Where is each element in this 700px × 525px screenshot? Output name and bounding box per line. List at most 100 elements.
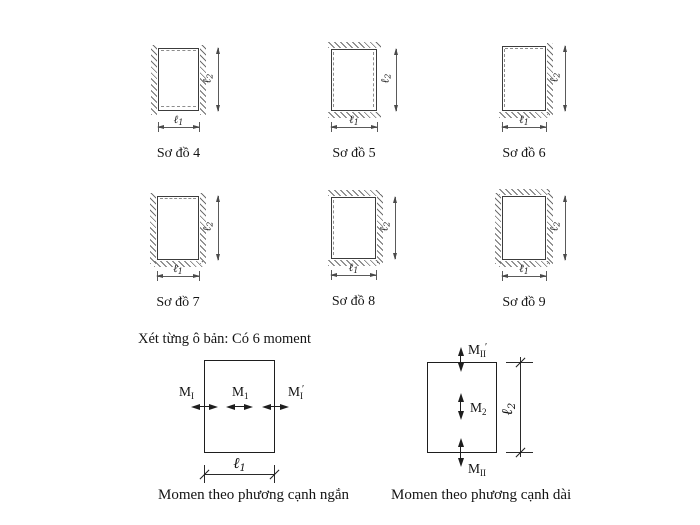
dim-arrow-up-icon	[216, 195, 220, 202]
dim-arrow-left-icon	[156, 274, 163, 278]
dim-label-l2: ℓ2	[200, 221, 215, 232]
scheme-caption: Sơ đồ 4	[156, 146, 201, 161]
scheme-caption: Sơ đồ 8	[331, 294, 376, 309]
m-base: M	[232, 384, 245, 399]
support-hatch-bottom	[154, 261, 203, 267]
hinge-dash-top	[161, 50, 196, 51]
arrowhead-right-icon	[280, 403, 289, 410]
dim-label-l2: ℓ2	[498, 401, 518, 417]
m-base: M	[468, 461, 481, 476]
dim-line-l1	[204, 474, 275, 475]
arrowhead-left-icon	[191, 403, 200, 410]
m-sub: II	[480, 468, 487, 478]
dim-label-l1: ℓ1	[348, 261, 359, 275]
dim-arrow-right-icon	[193, 274, 200, 278]
dim-arrow-down-icon	[394, 105, 398, 112]
slab-rect	[157, 196, 199, 260]
slab-rect	[502, 46, 546, 111]
dim-label-l2: ℓ2	[547, 72, 562, 82]
dim-line-l1	[158, 127, 199, 128]
m-sub: I	[300, 391, 304, 401]
label-m-mid: M1	[232, 384, 249, 401]
arrowhead-right-icon	[209, 403, 218, 410]
support-hatch-top	[328, 190, 380, 196]
m-base: M	[179, 384, 192, 399]
arrowhead-left-icon	[226, 403, 235, 410]
caption-moment-long: Momen theo phương cạnh dài	[391, 487, 572, 503]
dim-line-l2	[520, 357, 521, 457]
label-m-mid: M2	[470, 400, 487, 417]
dim-label-l1: ℓ1	[173, 262, 183, 276]
dim-line-l2	[396, 49, 397, 111]
support-hatch-bottom	[328, 260, 380, 266]
ell-glyph: ℓ	[498, 409, 516, 416]
slab-rect	[502, 196, 546, 260]
ext-tick-bottom	[506, 452, 533, 453]
dim-line-l2	[565, 196, 566, 260]
dim-label-l1: ℓ1	[519, 113, 529, 127]
dim-label-l1: ℓ1	[519, 262, 529, 276]
m-base: M	[288, 384, 301, 399]
label-m-right: MI′	[288, 385, 304, 401]
arrowhead-left-icon	[262, 403, 271, 410]
dim-line-l1	[157, 276, 199, 277]
hinge-dash-top	[160, 198, 196, 199]
support-hatch-right	[200, 193, 206, 264]
hinge-dash-top	[505, 48, 543, 49]
arrowhead-down-icon	[457, 411, 464, 420]
dim-arrow-down-icon	[563, 105, 567, 112]
dim-arrow-left-icon	[330, 125, 337, 129]
dim-arrow-up-icon	[393, 196, 397, 203]
support-hatch-bottom	[499, 112, 550, 118]
dim-arrow-up-icon	[216, 47, 220, 54]
dim-label-l1: ℓ1	[204, 456, 275, 474]
dim-line-l2	[565, 46, 566, 111]
m-sub: II	[480, 349, 487, 359]
arrowhead-right-icon	[244, 403, 253, 410]
support-hatch-left	[151, 45, 157, 115]
support-hatch-left	[495, 193, 501, 264]
support-hatch-right	[547, 43, 553, 115]
label-m-left: MI	[179, 384, 195, 401]
scheme-caption: Sơ đồ 9	[502, 295, 546, 310]
support-hatch-right	[377, 194, 383, 263]
m-sub: I	[191, 391, 195, 401]
dim-line-l1	[331, 127, 377, 128]
dim-arrow-up-icon	[563, 195, 567, 202]
dim-arrow-up-icon	[394, 48, 398, 55]
slab-rect	[158, 48, 199, 111]
dim-arrow-up-icon	[563, 45, 567, 52]
hinge-dash-left	[504, 49, 505, 107]
support-hatch-left	[150, 193, 156, 264]
slab-outline	[427, 362, 497, 453]
arrowhead-up-icon	[457, 347, 464, 356]
support-hatch-top	[328, 42, 381, 48]
m-sub: 2	[482, 407, 487, 417]
m-prime: ′	[485, 342, 488, 353]
hinge-dash-right	[373, 52, 374, 107]
ell-glyph: ℓ	[233, 454, 240, 472]
arrowhead-down-icon	[457, 363, 464, 372]
label-m-bottom: MII	[468, 461, 487, 478]
support-hatch-bottom	[499, 261, 550, 267]
scheme-caption: Sơ đồ 5	[332, 146, 376, 161]
dim-label-l1: ℓ1	[349, 113, 359, 127]
dim-arrow-right-icon	[540, 274, 547, 278]
dim-arrow-down-icon	[563, 254, 567, 261]
dim-arrow-right-icon	[371, 125, 378, 129]
dim-arrow-down-icon	[216, 105, 220, 112]
m-base: M	[470, 400, 483, 415]
dim-label-l2: ℓ2	[377, 221, 392, 232]
support-hatch-bottom	[328, 112, 381, 118]
dim-arrow-right-icon	[540, 125, 547, 129]
arrowhead-down-icon	[457, 458, 464, 467]
dim-label-l1: ℓ1	[173, 113, 184, 127]
scheme-caption: Sơ đồ 7	[156, 295, 200, 310]
scheme-caption: Sơ đồ 6	[502, 146, 546, 161]
hinge-dash-bottom	[161, 106, 196, 107]
dim-arrow-down-icon	[393, 253, 397, 260]
label-m-top: MII′	[468, 343, 487, 359]
caption-moment-short: Momen theo phương cạnh ngắn	[158, 487, 350, 503]
dim-arrow-left-icon	[330, 273, 337, 277]
